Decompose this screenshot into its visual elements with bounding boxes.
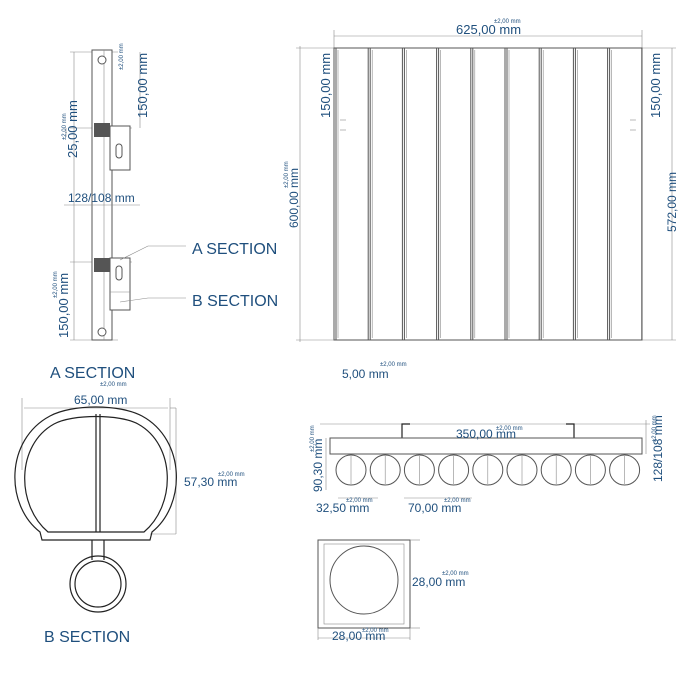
side-top-150-label: 150,00 mm — [135, 53, 150, 118]
bottom-cap — [97, 327, 107, 337]
detail-width-label: 28,00 mm — [332, 629, 385, 643]
upper-bracket-slot — [115, 143, 123, 159]
side-bottom-150-label: 150,00 mm — [56, 273, 71, 338]
section-b-tube-outer — [69, 555, 127, 613]
section-a-height-label: 57,30 mm — [184, 475, 237, 489]
front-right-150-label: 150,00 mm — [648, 53, 663, 118]
front-view: 625,00 mm ±2,00 mm 150,00 mm 150,00 mm 6… — [284, 19, 679, 381]
section-a-title: A SECTION — [50, 365, 135, 382]
top-segments — [335, 454, 641, 486]
front-column — [369, 47, 403, 341]
front-column — [472, 47, 506, 341]
detail-height-label: 28,00 mm — [412, 575, 465, 589]
front-height-600-label: 600,00 mm — [287, 168, 301, 228]
top-cap — [97, 55, 107, 65]
lower-bracket-slot — [115, 265, 123, 281]
front-height-572-label: 572,00 mm — [665, 172, 679, 232]
front-width-label: 625,00 mm — [456, 22, 521, 37]
top-128-label: 128/108 mm — [651, 415, 665, 482]
side-depth-label: 128/108 mm — [68, 191, 135, 205]
front-gap-tolerance: ±2,00 mm — [380, 362, 407, 368]
top-128-tolerance: ±2,00 mm — [652, 415, 658, 442]
side-25-tolerance: ±2,00 mm — [62, 113, 68, 140]
top-70-tolerance: ±2,00 mm — [444, 498, 471, 504]
section-a-width-tolerance: ±2,00 mm — [100, 382, 127, 388]
section-b-tube-inner — [74, 560, 122, 608]
front-column — [506, 47, 540, 341]
top-350-tolerance: ±2,00 mm — [496, 426, 523, 432]
top-70-label: 70,00 mm — [408, 501, 461, 515]
detail-height-tolerance: ±2,00 mm — [442, 571, 469, 577]
top-90-label: 90,30 mm — [311, 439, 325, 492]
upper-clip — [94, 123, 110, 137]
section-a-height-tolerance: ±2,00 mm — [218, 472, 245, 478]
side-top-tolerance: ±2,00 mm — [119, 43, 125, 70]
front-column — [574, 47, 609, 341]
side-25-label: 25,00 mm — [65, 100, 80, 158]
front-left-150-label: 150,00 mm — [318, 53, 333, 118]
callout-a-section: A SECTION — [192, 241, 277, 258]
side-bottom-tolerance: ±2,00 mm — [53, 271, 59, 298]
detail-view: 28,00 mm ±2,00 mm 28,00 mm ±2,00 mm — [317, 539, 469, 643]
detail-circle — [329, 545, 399, 615]
section-callouts: A SECTION B SECTION — [119, 241, 278, 310]
callout-b-section: B SECTION — [192, 293, 278, 310]
section-a-width-label: 65,00 mm — [74, 393, 127, 407]
detail-width-tolerance: ±2,00 mm — [362, 628, 389, 634]
top-90-tolerance: ±2,00 mm — [310, 425, 316, 452]
top-350-label: 350,00 mm — [456, 427, 516, 441]
side-view: 150,00 mm ±2,00 mm 25,00 mm ±2,00 mm 128… — [53, 43, 150, 341]
front-gap-label: 5,00 mm — [342, 367, 389, 381]
front-column — [403, 47, 438, 341]
front-column — [540, 47, 574, 341]
top-view: 350,00 mm ±2,00 mm 90,30 mm ±2,00 mm 128… — [310, 415, 665, 515]
top-32-label: 32,50 mm — [316, 501, 369, 515]
front-width-tolerance: ±2,00 mm — [494, 19, 521, 25]
top-32-tolerance: ±2,00 mm — [346, 498, 373, 504]
lower-clip — [94, 258, 110, 272]
top-rail — [329, 437, 643, 455]
front-column — [609, 47, 643, 341]
section-b-view: B SECTION — [44, 540, 130, 646]
front-height-tolerance: ±2,00 mm — [284, 161, 290, 188]
front-columns — [335, 47, 643, 341]
lower-bracket — [109, 257, 131, 311]
section-a-view: A SECTION ±2,00 mm 65,00 mm 57,30 mm ±2,… — [14, 365, 245, 541]
detail-square-inner — [323, 543, 405, 625]
section-a-profile-outer — [14, 406, 177, 541]
section-b-title: B SECTION — [44, 629, 130, 646]
front-column — [438, 47, 472, 341]
section-a-profile-inner — [24, 415, 168, 533]
front-column — [335, 47, 369, 341]
